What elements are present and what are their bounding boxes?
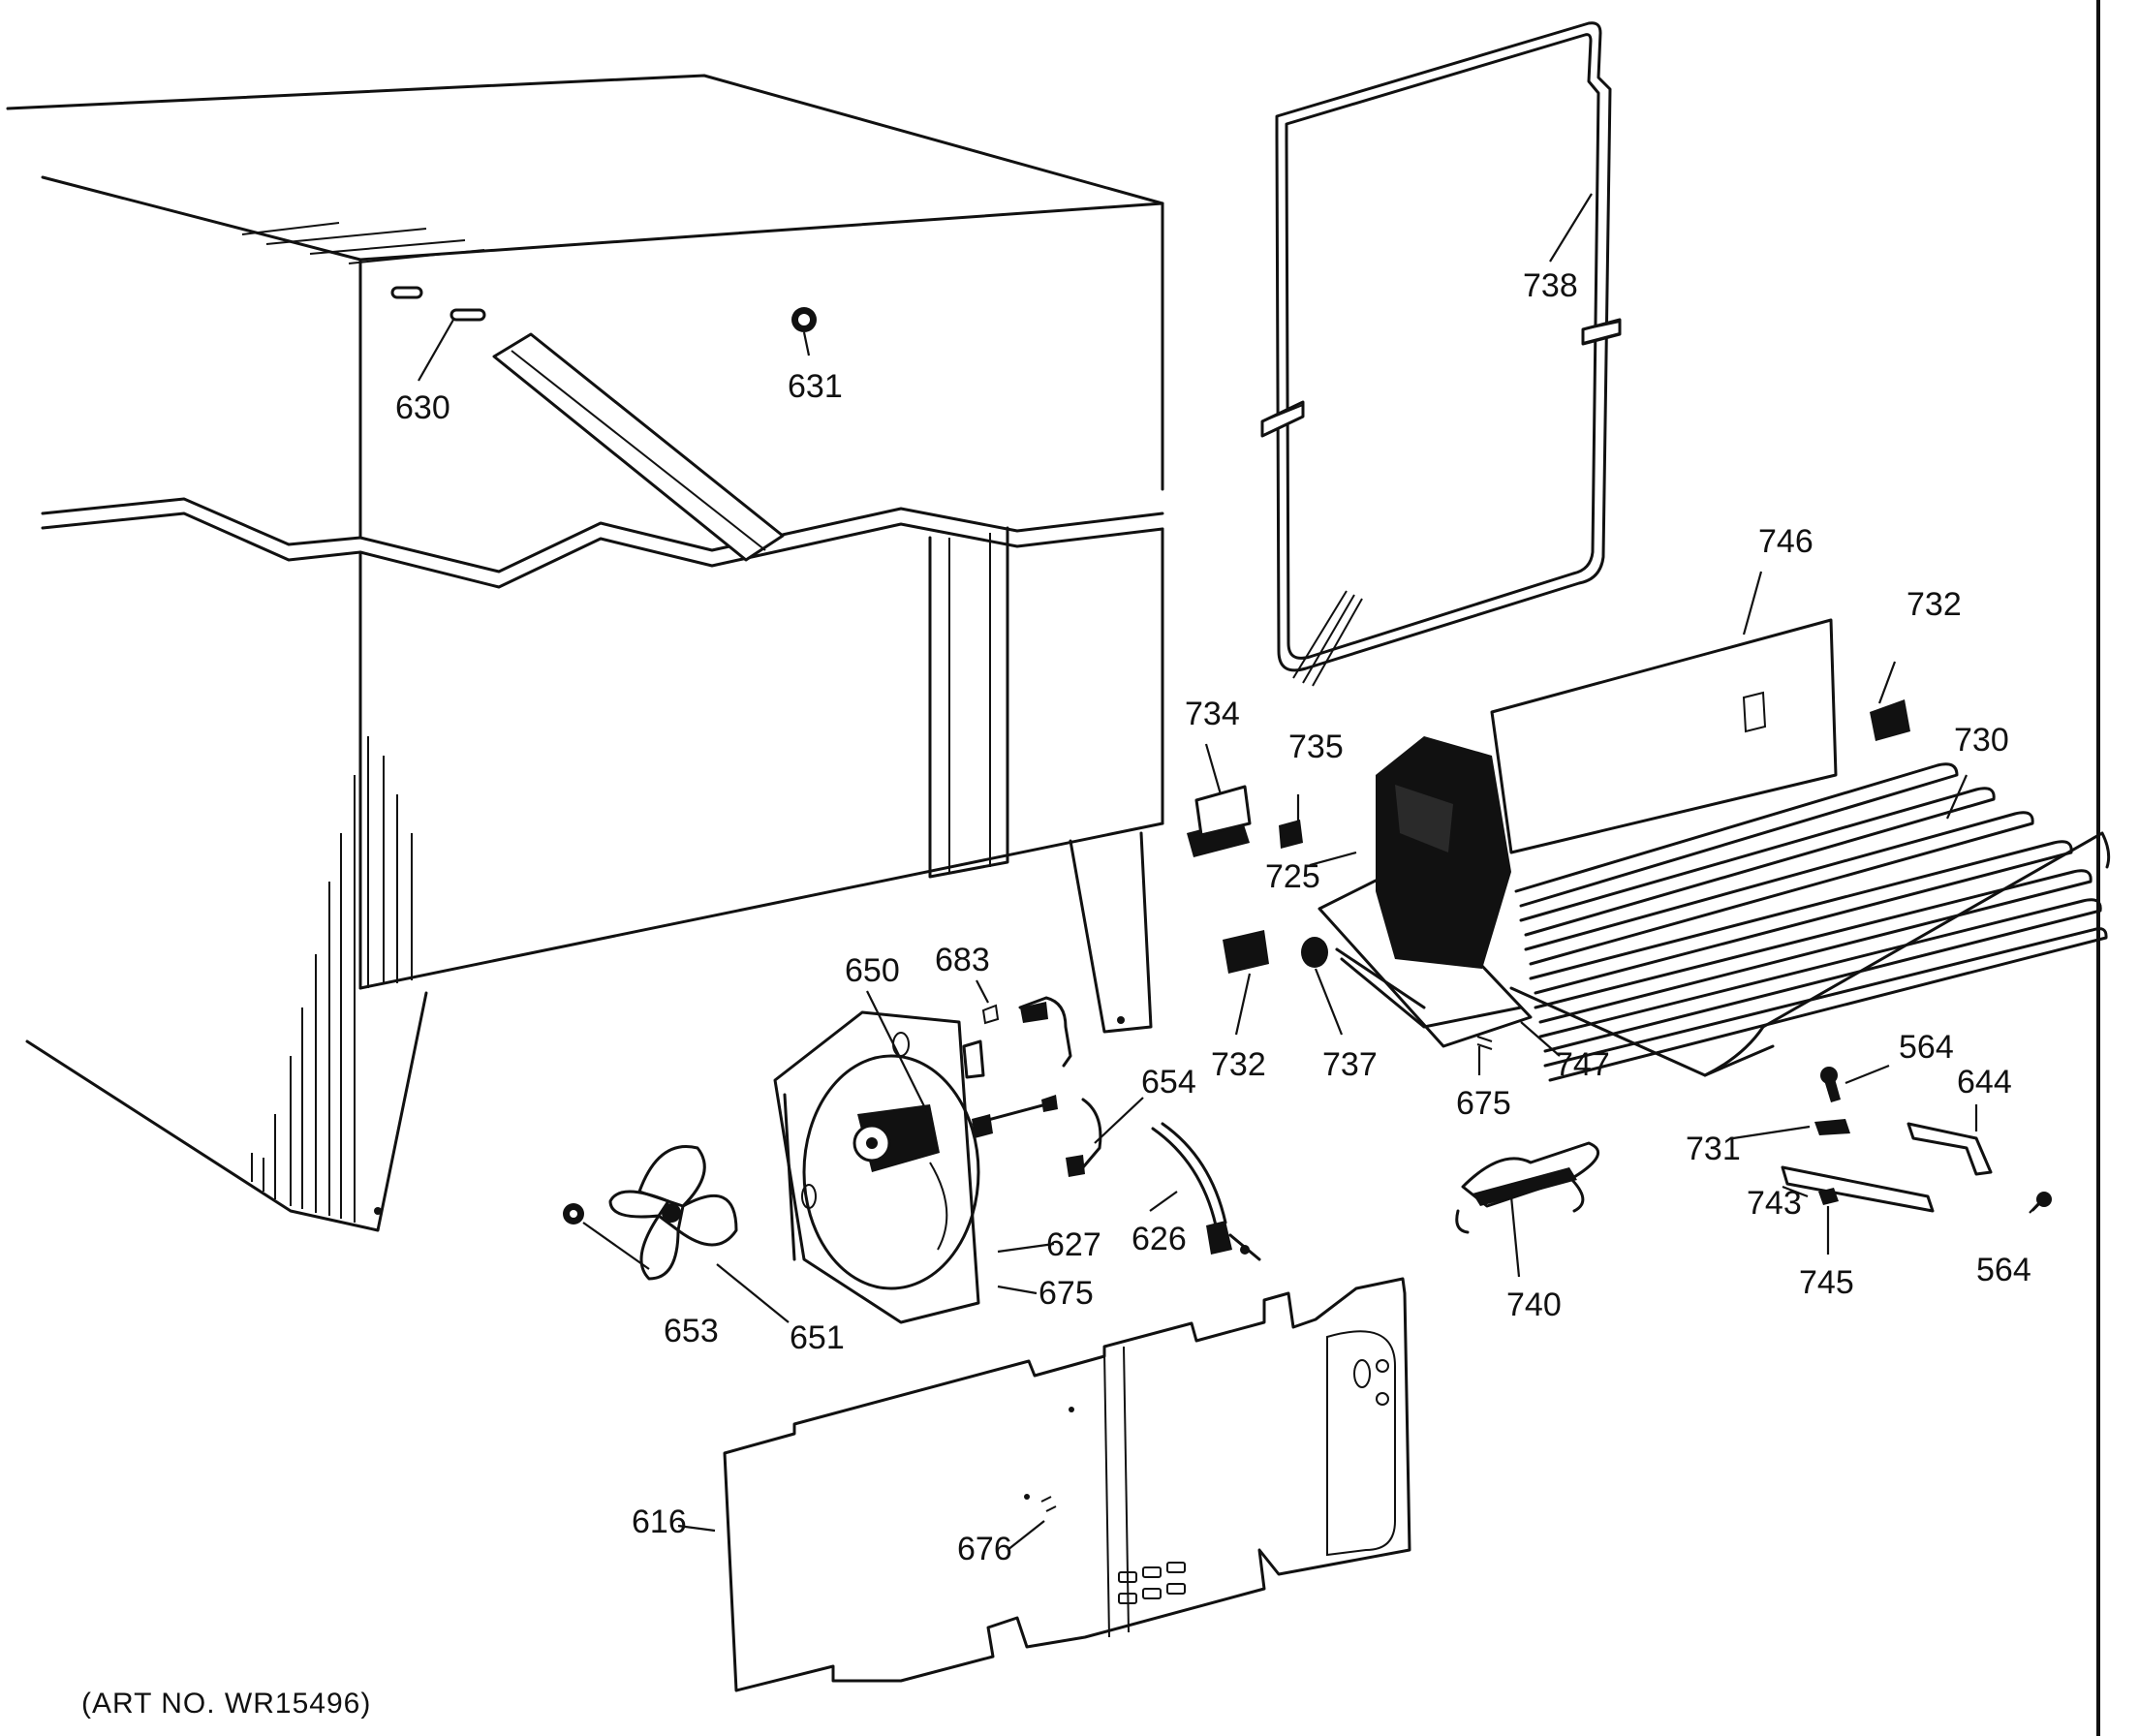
label-745: 745 xyxy=(1799,1264,1854,1301)
label-675-right: 675 xyxy=(1456,1085,1511,1122)
slot-630-a xyxy=(390,286,423,299)
label-730: 730 xyxy=(1954,722,2009,759)
fan-blade-651 xyxy=(608,1145,738,1281)
fan-bracket-627 xyxy=(773,1010,985,1324)
label-564-upper: 564 xyxy=(1899,1029,1954,1066)
label-735: 735 xyxy=(1288,728,1344,765)
label-737: 737 xyxy=(1322,1046,1378,1083)
cabinet xyxy=(6,74,1164,1232)
slot-630-b xyxy=(450,308,486,322)
label-631: 631 xyxy=(788,368,843,405)
label-731: 731 xyxy=(1686,1131,1741,1167)
label-630: 630 xyxy=(395,389,450,426)
part-740 xyxy=(1455,1141,1600,1234)
leader-lines xyxy=(418,193,2045,1551)
label-676: 676 xyxy=(957,1531,1012,1567)
nut-653-icon xyxy=(563,1203,584,1224)
plug-631-icon xyxy=(791,307,817,332)
label-644: 644 xyxy=(1957,1064,2012,1100)
condenser-coil-730 xyxy=(1509,762,2111,1082)
art-number-caption: (ART NO. WR15496) xyxy=(81,1688,372,1720)
part-labels: 630 631 738 746 732 730 734 735 725 732 … xyxy=(395,267,2031,1567)
label-627: 627 xyxy=(1046,1226,1101,1263)
label-651: 651 xyxy=(790,1319,845,1356)
label-564-lower: 564 xyxy=(1976,1252,2031,1288)
label-740: 740 xyxy=(1506,1286,1562,1323)
label-732-upper: 732 xyxy=(1906,586,1962,623)
label-654: 654 xyxy=(1141,1064,1196,1100)
label-746: 746 xyxy=(1758,523,1814,560)
label-626: 626 xyxy=(1132,1221,1187,1257)
label-683: 683 xyxy=(935,942,990,978)
label-747: 747 xyxy=(1555,1046,1610,1083)
label-738: 738 xyxy=(1523,267,1578,304)
compressor-assembly xyxy=(1187,618,2111,1213)
rear-panel-616 xyxy=(723,1277,1411,1692)
label-743: 743 xyxy=(1747,1185,1802,1222)
label-653: 653 xyxy=(664,1313,719,1349)
label-616: 616 xyxy=(632,1504,687,1540)
label-734: 734 xyxy=(1185,696,1240,732)
label-675-left: 675 xyxy=(1038,1275,1094,1312)
label-725: 725 xyxy=(1265,858,1320,895)
label-732-lower: 732 xyxy=(1211,1046,1266,1083)
door-gasket-738 xyxy=(1260,21,1622,687)
label-650: 650 xyxy=(845,952,900,989)
fan-hardware xyxy=(972,996,1261,1261)
vent-slots xyxy=(1118,1562,1186,1604)
